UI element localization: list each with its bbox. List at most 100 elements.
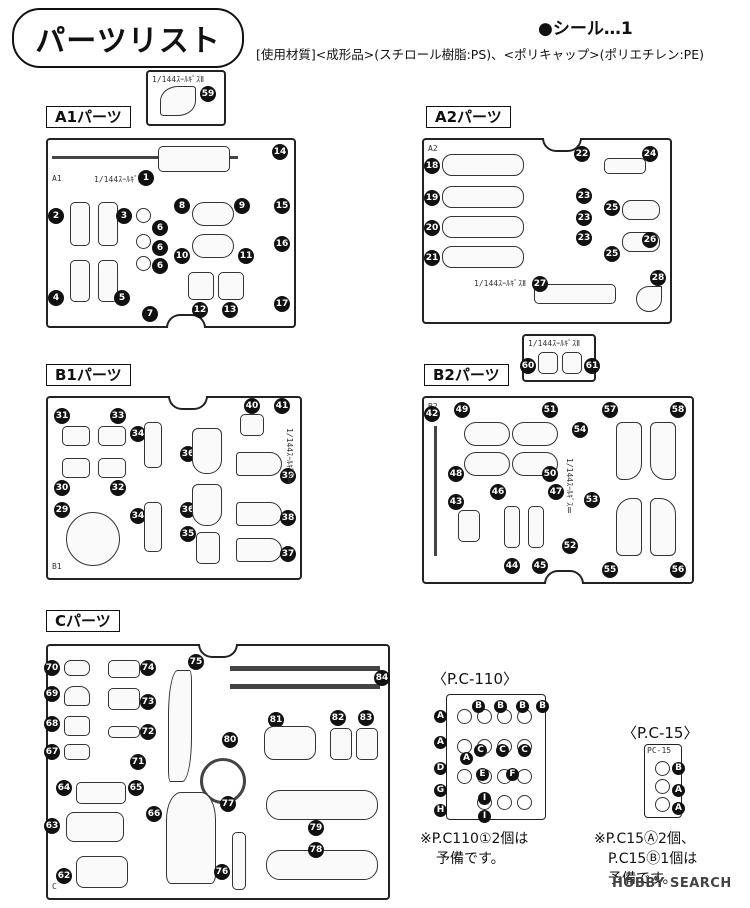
polycap-15-title: 〈P.C-15〉 (622, 724, 699, 742)
runner-tag: 1/144ｽｰﾙｷﾞｽⅡ (474, 279, 527, 288)
part-number: 81 (268, 712, 284, 728)
part-number: 66 (146, 806, 162, 822)
polycap-letter: A (434, 710, 447, 723)
runner-label-a1: A1パーツ (46, 106, 131, 128)
part-number: 19 (424, 190, 440, 206)
part-3-shape (98, 202, 118, 246)
part-number: 29 (54, 502, 70, 518)
part-24-shape (604, 158, 646, 174)
part-number: 79 (308, 820, 324, 836)
part-number: 77 (220, 796, 236, 812)
part-number: 5 (114, 290, 130, 306)
part-74-shape (108, 660, 140, 678)
polycap-letter: D (434, 762, 447, 775)
runner-label-c: Cパーツ (46, 610, 120, 632)
part-number: 84 (374, 670, 390, 686)
polycap-part (497, 795, 512, 810)
pc15-note-line1: ※P.C15Ⓐ2個、 (594, 831, 695, 847)
runner-gate (198, 644, 238, 658)
part-19-shape (442, 186, 524, 208)
part-number: 47 (548, 484, 564, 500)
part-number: 46 (490, 484, 506, 500)
part-number: 31 (54, 408, 70, 424)
polycap-letter: C (496, 744, 509, 757)
part-37-shape (236, 538, 282, 562)
part-number: 25 (604, 200, 620, 216)
polycap-part (655, 797, 670, 812)
part-57-shape (616, 422, 642, 480)
part-number: 72 (140, 724, 156, 740)
polycap-part (477, 709, 492, 724)
runner-corner: C (52, 882, 57, 891)
part-1-shape (158, 146, 230, 172)
watermark: HOBBY SEARCH (612, 876, 732, 891)
part-63-shape (66, 812, 124, 842)
runner-tag: 1/144ｽｰﾙｷﾞｽⅡ (285, 428, 294, 486)
part-18-shape (442, 154, 524, 176)
part-number: 43 (448, 494, 464, 510)
part-31-shape (62, 426, 90, 446)
part-32-shape (98, 458, 126, 478)
part-number: 3 (116, 208, 132, 224)
part-2-shape (70, 202, 90, 246)
part-45-shape (528, 506, 544, 548)
runner-label-a2: A2パーツ (426, 106, 511, 128)
part-number: 52 (562, 538, 578, 554)
part-number: 56 (670, 562, 686, 578)
polycap-letter: H (434, 804, 447, 817)
runner-corner: A1 (52, 174, 62, 183)
polycap-letter: A (672, 802, 685, 815)
part-43-shape (458, 510, 480, 542)
part-number: 33 (110, 408, 126, 424)
part-27-shape (534, 284, 616, 304)
part-79-shape (266, 790, 378, 820)
part-number: 63 (44, 818, 60, 834)
part-number: 60 (520, 358, 536, 374)
part-number: 61 (584, 358, 600, 374)
part-number: 9 (234, 198, 250, 214)
part-number: 51 (542, 402, 558, 418)
part-number: 20 (424, 220, 440, 236)
part-number: 64 (56, 780, 72, 796)
polycap-letter: C (474, 744, 487, 757)
part-34b-shape (144, 502, 162, 552)
part-number: 26 (642, 232, 658, 248)
part-number: 75 (188, 654, 204, 670)
runner-tag: 1/144ｽｰﾙｷﾞｽⅡ (565, 458, 574, 516)
part-21-shape (442, 246, 524, 268)
materials-note: [使用材質]<成形品>(スチロール樹脂:PS)、<ポリキャップ>(ポリエチレン:… (256, 47, 704, 62)
part-68-shape (64, 716, 90, 736)
part-67-shape (64, 744, 90, 760)
runner-gate (544, 570, 584, 584)
part-number: 82 (330, 710, 346, 726)
part-84a-shape (230, 666, 380, 671)
part-46-shape (504, 506, 520, 548)
part-25-shape (622, 200, 660, 220)
part-number: 4 (48, 290, 64, 306)
part-number: 10 (174, 248, 190, 264)
polycap-letter: A (434, 736, 447, 749)
part-number: 14 (272, 144, 288, 160)
part-number: 30 (54, 480, 70, 496)
part-number: 7 (142, 306, 158, 322)
part-number: 65 (128, 780, 144, 796)
part-35-shape (196, 532, 220, 564)
b2-extra-sprue: 1/144ｽｰﾙｷﾞｽⅡ 60 61 (520, 334, 600, 382)
part-number: 71 (130, 754, 146, 770)
part-number: 37 (280, 546, 296, 562)
part-81-shape (264, 726, 316, 760)
part-number: 32 (110, 480, 126, 496)
part-34a-shape (144, 422, 162, 468)
polycap-letter: B (516, 700, 529, 713)
runner-corner: B1 (52, 562, 62, 571)
part-number: 17 (274, 296, 290, 312)
runner-gate (168, 396, 208, 410)
polycap-letter: B (536, 700, 549, 713)
part-number: 11 (238, 248, 254, 264)
part-number: 70 (44, 660, 60, 676)
polycap-letter: E (476, 768, 489, 781)
part-number: 80 (222, 732, 238, 748)
polycap-letter: B (672, 762, 685, 775)
part-number: 2 (48, 208, 64, 224)
part-51-shape (512, 422, 558, 446)
